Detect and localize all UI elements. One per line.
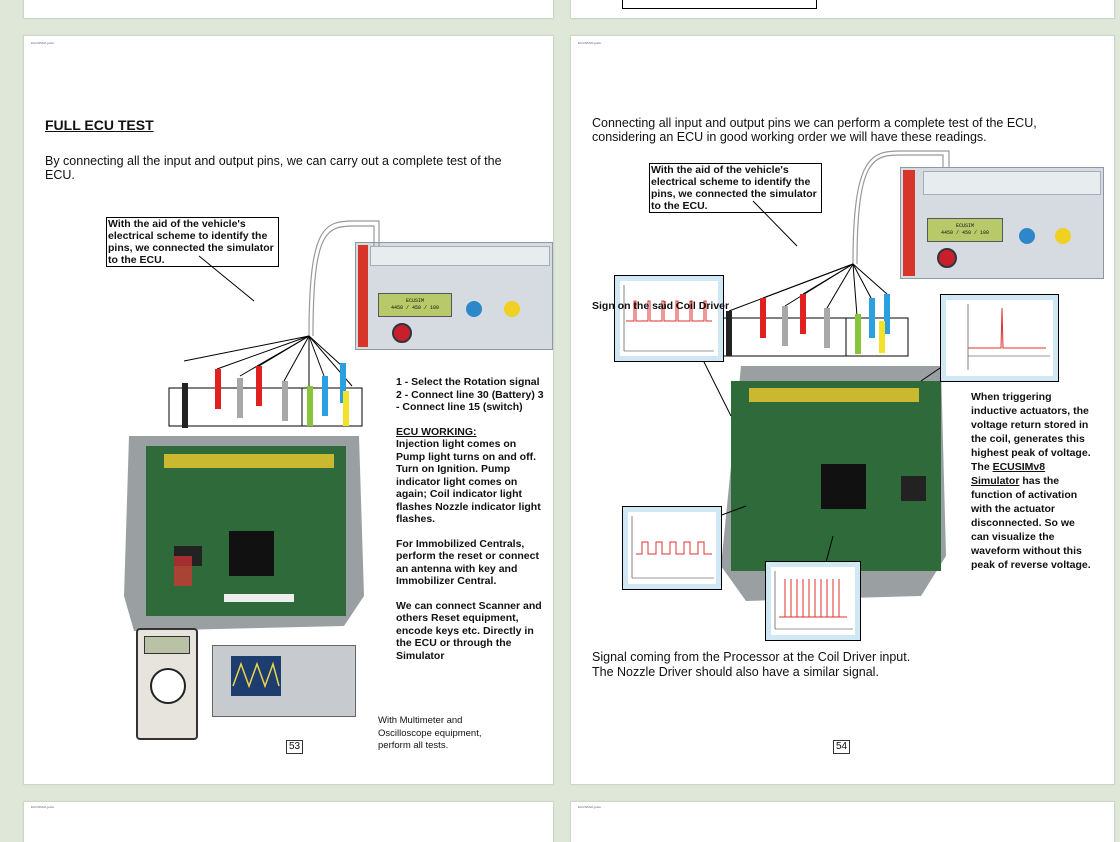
oscilloscope-image [212, 645, 356, 717]
multimeter-display [144, 636, 190, 654]
page-number: 53 [286, 740, 304, 754]
simulator-knob-blue [1019, 228, 1035, 244]
probe-gray-2 [282, 381, 288, 421]
page-54: ECUSIMv8 guide Connecting all input and … [571, 36, 1114, 784]
probe-yellow [879, 321, 885, 353]
simulator-knob-yellow [1055, 228, 1071, 244]
probe-red-2 [256, 366, 262, 406]
coil-driver-label: Sign on the said Coil Driver [592, 300, 730, 312]
waveform-square [622, 506, 722, 590]
probe-blue-2 [884, 294, 890, 334]
simulator-knob-blue [466, 301, 482, 317]
side-text-1: When triggering inductive actuators, the… [971, 391, 1091, 459]
probe-blue-2 [340, 363, 346, 403]
ecu-wiring-diagram [124, 220, 380, 631]
side-text-3: So we can visualize the waveform without… [971, 517, 1091, 571]
page-header: ECUSIMv8 guide [31, 41, 55, 45]
waveform-voltage-peak [940, 294, 1059, 382]
callout-box: With the aid of the vehicle's electrical… [649, 163, 822, 213]
simulator-display: ECUSIM 4450 / 450 / 100 [927, 218, 1003, 242]
table-fragment [622, 0, 817, 9]
page-top-left-partial [24, 0, 553, 18]
steps-column: 1 - Select the Rotation signal 2 - Conne… [396, 376, 544, 674]
simulator-led-row [370, 246, 550, 266]
simulator-device: ECUSIM 4450 / 450 / 100 [355, 242, 553, 350]
simulator-display: ECUSIM 4450 / 450 / 100 [378, 293, 452, 317]
steps-text: 1 - Select the Rotation signal 2 - Conne… [396, 376, 544, 413]
bottom-line-2: The Nozzle Driver should also have a sim… [592, 665, 879, 679]
simulator-device: ECUSIM 4450 / 450 / 100 [900, 167, 1104, 279]
explanation-column: When triggering inductive actuators, the… [971, 390, 1091, 572]
probe-yellow [343, 391, 349, 426]
oscilloscope-screen [231, 656, 281, 696]
simulator-knob-yellow [504, 301, 520, 317]
probe-red-1 [760, 298, 766, 338]
page-title: FULL ECU TEST [45, 117, 154, 133]
ecu-working-body: Injection light comes on Pump light turn… [396, 438, 541, 525]
page-header: ECUSIMv8 guide [578, 805, 602, 809]
probe-green [855, 314, 861, 354]
side-text-the: The [971, 461, 990, 473]
display-line-2: 4450 / 450 / 100 [390, 305, 439, 311]
ecu-wiring-diagram [696, 150, 950, 601]
probe-black [182, 383, 188, 428]
simulator-led-row [923, 171, 1101, 195]
multimeter-dial [150, 668, 186, 704]
page-bottom-right-partial: ECUSIMv8 guide [571, 802, 1114, 842]
probe-blue-1 [322, 376, 328, 416]
waveform-coil-driver [614, 275, 724, 362]
simulator-knob-red [392, 323, 412, 343]
probe-red-1 [215, 369, 221, 409]
page-number: 54 [833, 740, 851, 754]
probe-gray-1 [782, 306, 788, 346]
multimeter-note: With Multimeter and Oscilloscope equipme… [378, 715, 482, 751]
simulator-link[interactable]: ECUSIMv8 Simulator [971, 461, 1046, 487]
waveform-processor [765, 561, 861, 641]
simulator-left-panel [903, 170, 915, 276]
display-line-2: 4450 / 450 / 100 [940, 230, 989, 236]
page-top-right-partial [571, 0, 1114, 18]
probe-gray-1 [237, 378, 243, 418]
page-header: ECUSIMv8 guide [578, 41, 602, 45]
callout-box: With the aid of the vehicle's electrical… [106, 217, 279, 267]
multimeter-image [136, 628, 198, 740]
bottom-line-1: Signal coming from the Processor at the … [592, 650, 911, 664]
probe-blue-1 [869, 298, 875, 338]
scanner-text: We can connect Scanner and others Reset … [396, 599, 542, 662]
side-text-2: has the function of activation with the … [971, 475, 1078, 529]
probe-black [726, 311, 732, 356]
page-header: ECUSIMv8 guide [31, 805, 55, 809]
probe-gray-2 [824, 308, 830, 348]
probe-green [307, 386, 313, 426]
display-line-1: ECUSIM [955, 223, 974, 229]
immobilized-text: For Immobilized Centrals, perform the re… [396, 537, 539, 588]
page-53: ECUSIMv8 guide FULL ECU TEST By connecti… [24, 36, 553, 784]
simulator-left-panel [358, 245, 368, 347]
page-bottom-left-partial: ECUSIMv8 guide [24, 802, 553, 842]
simulator-knob-red [937, 248, 957, 268]
probe-red-2 [800, 294, 806, 334]
intro-text: By connecting all the input and output p… [45, 154, 502, 182]
bottom-text: Signal coming from the Processor at the … [592, 650, 1012, 680]
display-line-1: ECUSIM [405, 298, 424, 304]
intro-text: Connecting all input and output pins we … [592, 116, 1037, 144]
ecu-working-title: ECU WORKING: [396, 425, 477, 438]
